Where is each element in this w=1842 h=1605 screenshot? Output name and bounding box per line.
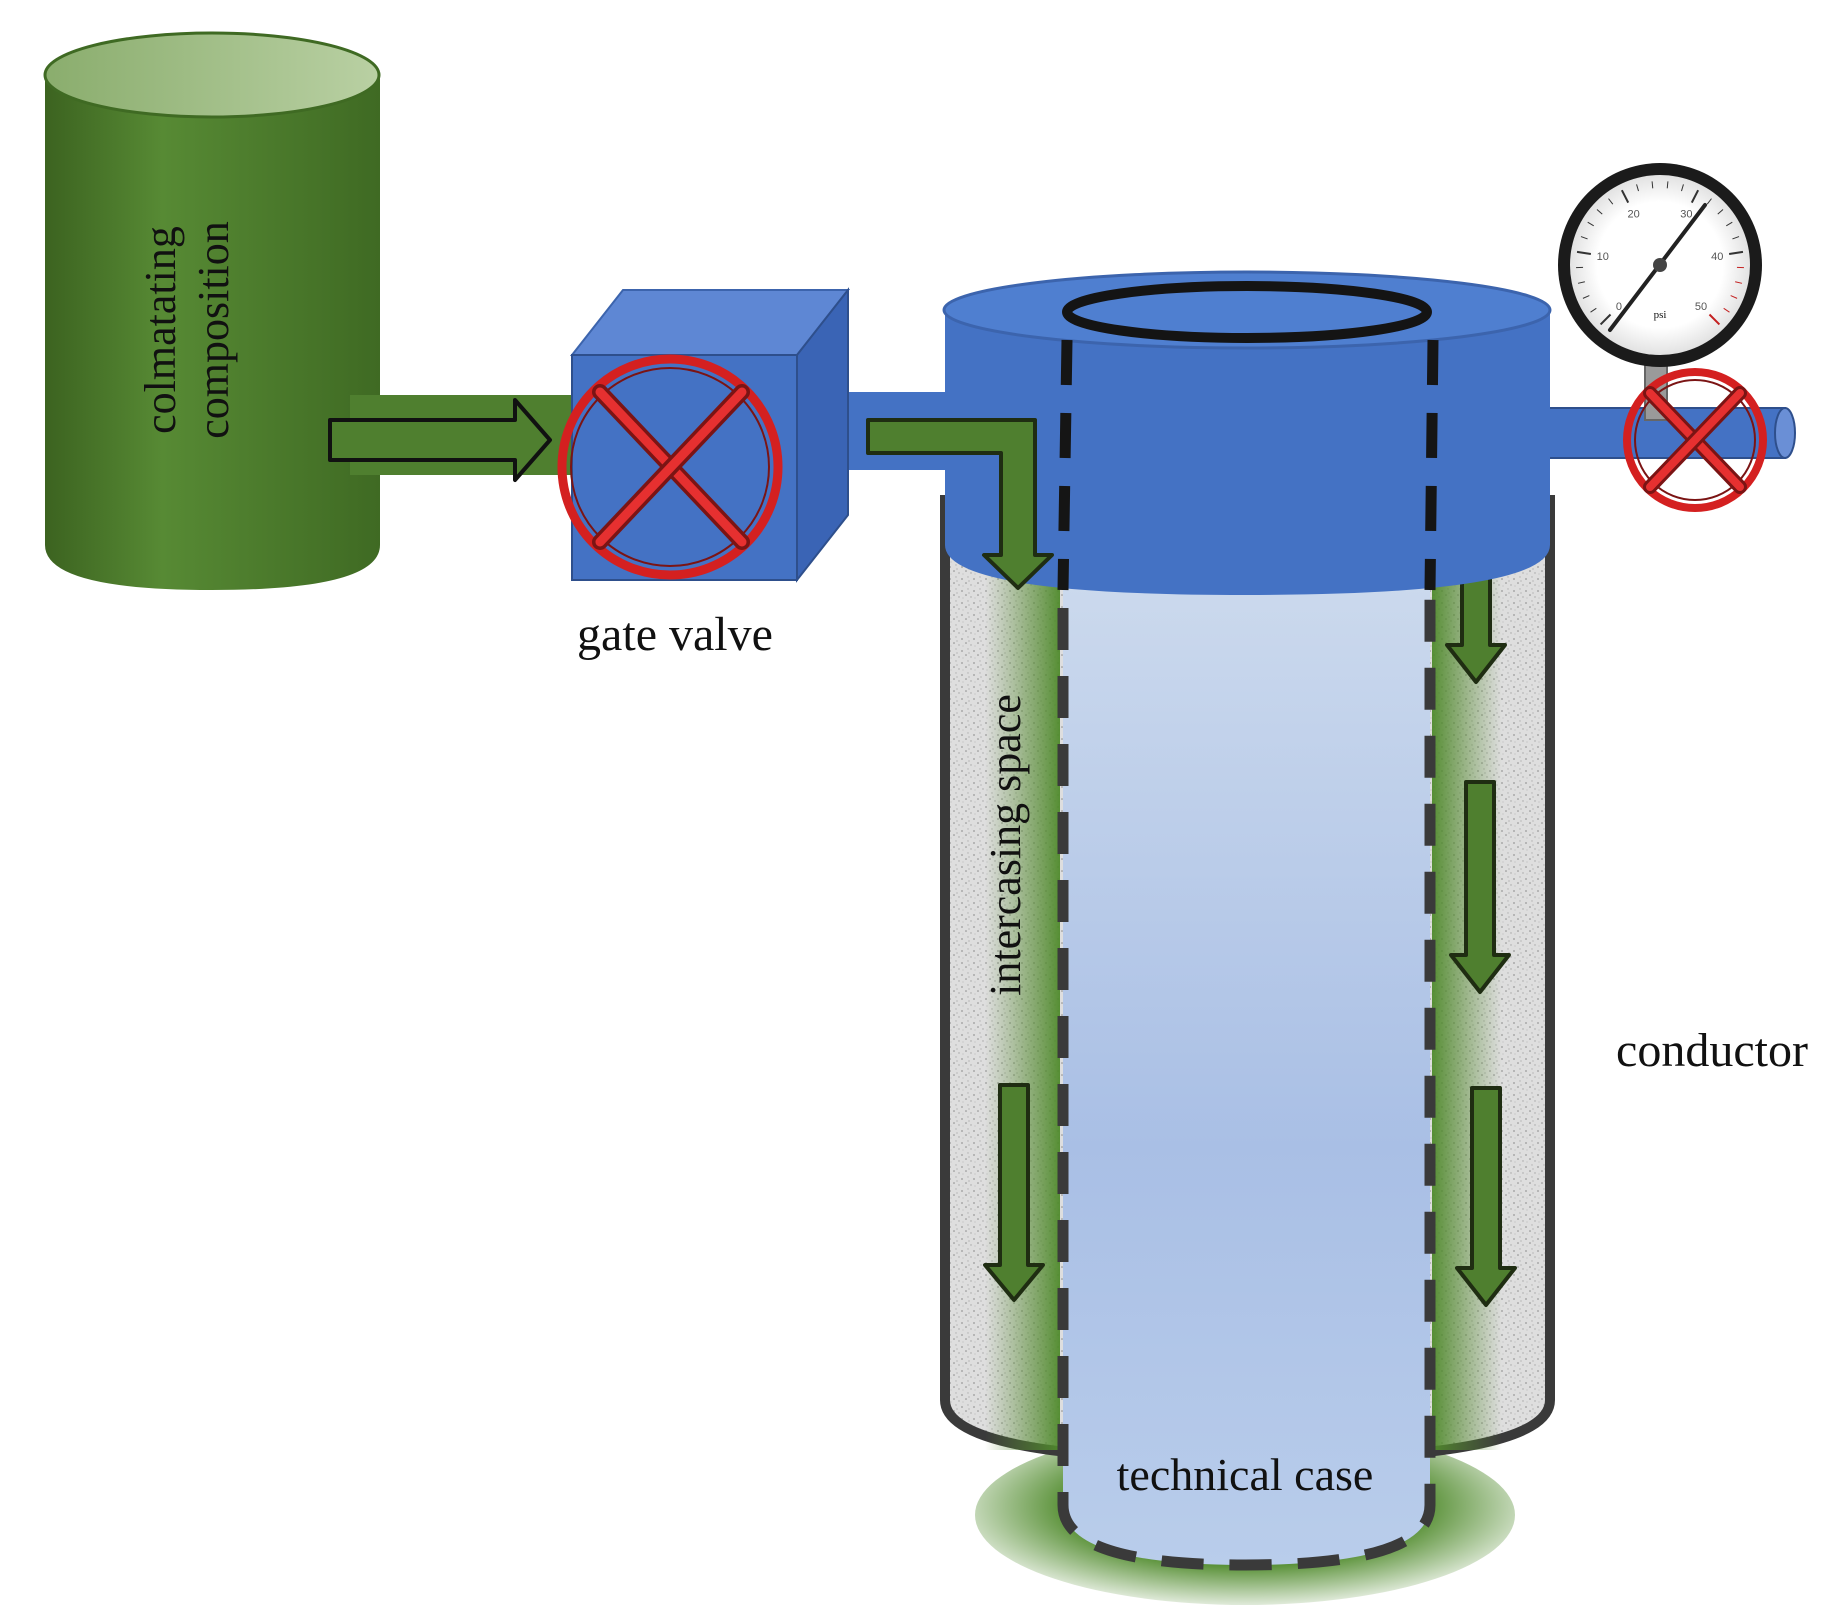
gauge-tick [1587, 221, 1594, 227]
gauge-scale-label: 40 [1711, 251, 1723, 263]
gauge-tick [1717, 209, 1724, 215]
down-arrow-right-3 [1455, 1086, 1517, 1307]
gauge-scale-label: 0 [1616, 301, 1622, 313]
gauge-tick [1706, 198, 1712, 205]
gate-valve-closed-icon [557, 354, 783, 580]
technical-case-label: technical case [1117, 1449, 1374, 1500]
composition-tank: colmatating composition [43, 31, 381, 590]
wellhead-opening [1062, 281, 1432, 343]
gauge-tick [1596, 209, 1603, 215]
feed-arrow [328, 398, 552, 482]
gauge-scale-label: 50 [1695, 301, 1707, 313]
inlet-elbow-arrow [866, 418, 1054, 590]
gauge-scale-label: 20 [1628, 208, 1640, 220]
gate-valve[interactable] [557, 287, 851, 583]
gauge-tick [1723, 307, 1730, 313]
gauge-tick [1730, 295, 1738, 299]
down-arrow-right-2 [1449, 780, 1511, 994]
gauge-tick [1735, 281, 1743, 284]
gauge-tick [1582, 295, 1590, 299]
tank-label-line2: composition [189, 221, 238, 439]
wellhead-dashed-right [1424, 339, 1439, 591]
wellhead-dashed-left [1057, 339, 1073, 591]
gauge-tick [1608, 198, 1614, 205]
tank-label-line1: colmatating [136, 226, 185, 434]
down-arrow-left-lower [983, 1083, 1045, 1302]
gauge-scale-label: 30 [1680, 208, 1692, 220]
gauge-tick [1620, 189, 1630, 204]
outlet-valve-closed-icon[interactable] [1623, 368, 1767, 512]
gauge-tick [1708, 313, 1721, 326]
gauge-ticks [1576, 181, 1744, 326]
gauge-tick [1666, 181, 1669, 189]
gauge-scale-label: 10 [1597, 251, 1609, 263]
gauge-tick [1590, 307, 1597, 313]
gauge-tick [1728, 250, 1744, 256]
gauge-tick [1681, 184, 1684, 192]
gauge-tick [1599, 313, 1612, 326]
gauge-tick [1732, 236, 1740, 240]
gauge-unit-label: psi [1654, 309, 1667, 321]
gauge-tick [1576, 250, 1592, 256]
gauge-tick [1577, 281, 1585, 284]
gauge-tick [1651, 181, 1654, 189]
annulus-green-left [985, 560, 1060, 1450]
intercasing-space-label: intercasing space [981, 694, 1030, 996]
outlet-pipe [1539, 407, 1796, 459]
technical-case [1057, 520, 1436, 1571]
conductor-label: conductor [1616, 1024, 1808, 1077]
gauge-tick [1690, 189, 1700, 204]
gate-valve-label: gate valve [577, 608, 773, 661]
gauge-tick [1636, 184, 1639, 192]
gauge-tick [1580, 236, 1588, 240]
gauge-scale-labels: 0 10 20 30 40 50 [1597, 208, 1724, 313]
gauge-tick [1726, 221, 1733, 227]
technical-case-left-wall [1057, 540, 1436, 1571]
